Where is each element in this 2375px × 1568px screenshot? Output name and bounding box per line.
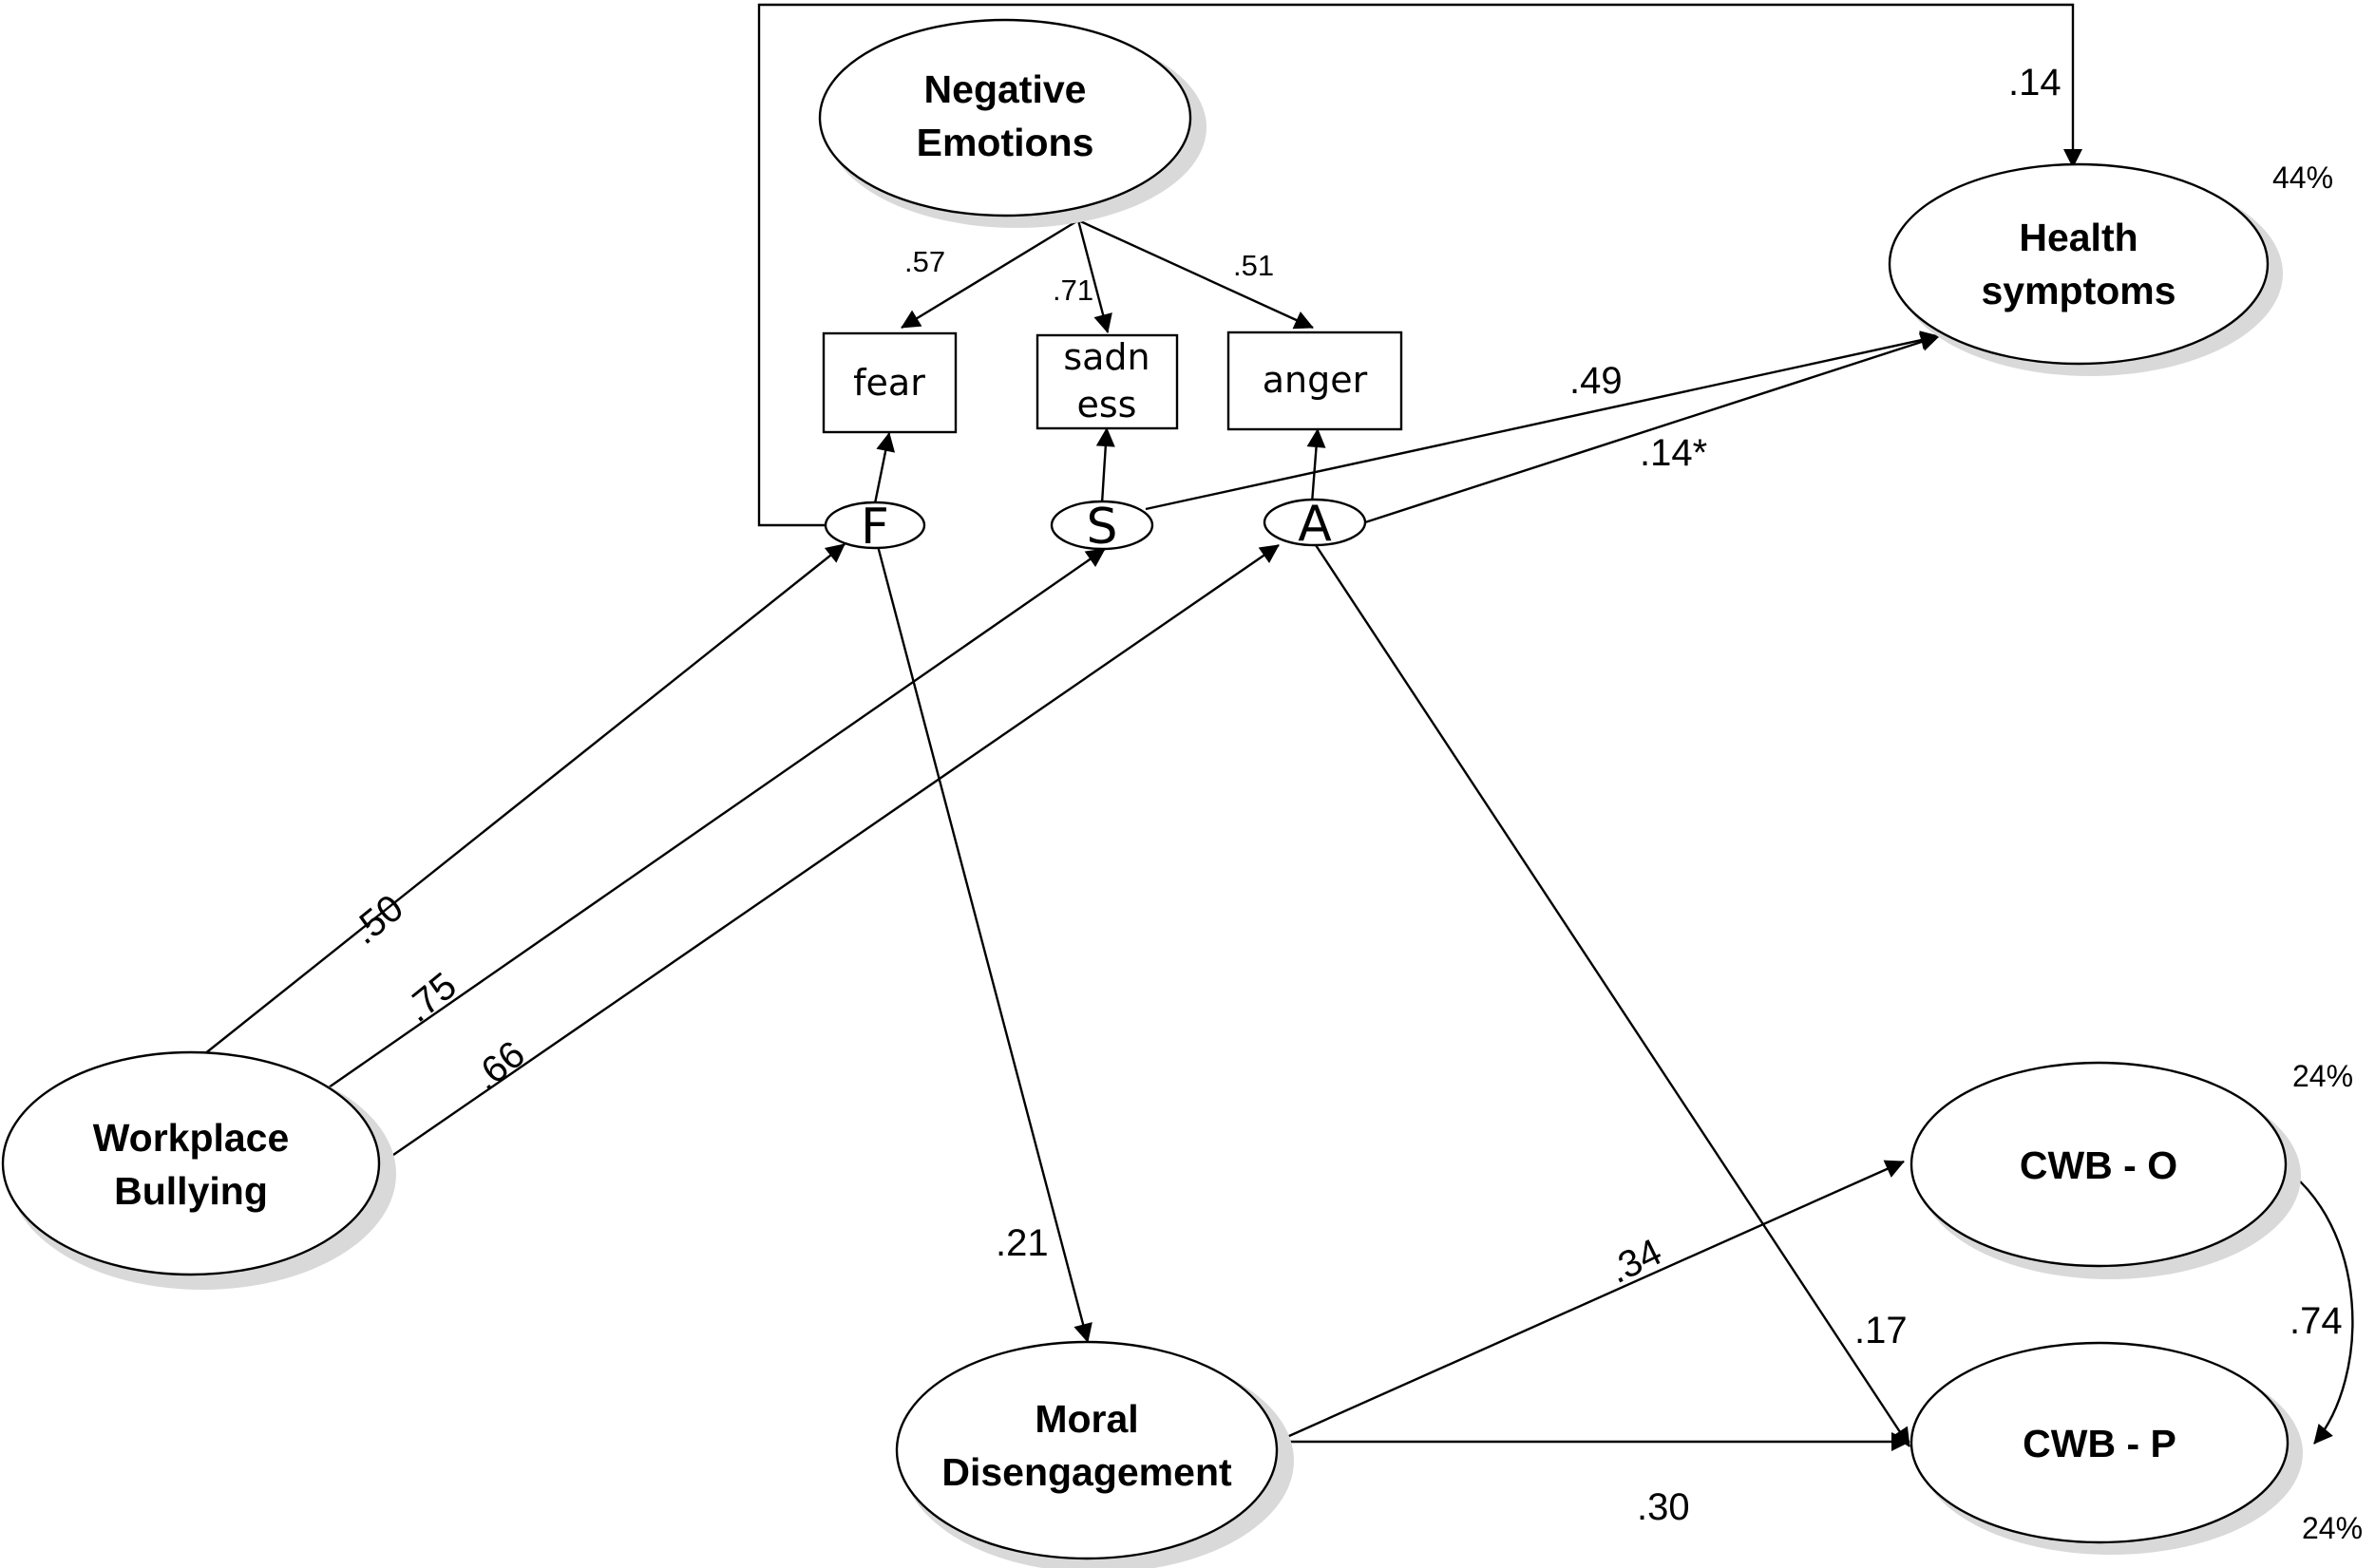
workplace-bullying-label-line1: Workplace: [93, 1116, 290, 1160]
coef-f-md: .21: [996, 1222, 1049, 1264]
r2-cwb-o: 24%: [2292, 1059, 2353, 1093]
health-symptoms-label-line1: Health: [2019, 216, 2138, 259]
path-ne-to-fear: [901, 218, 1079, 330]
cwb-o-label: CWB - O: [2020, 1143, 2177, 1187]
r2-cwb-p: 24%: [2302, 1511, 2363, 1545]
path-s-to-health: [1145, 331, 1940, 511]
node-health-symptoms: Health symptoms: [1888, 162, 2283, 376]
indicator-sadness: sadn ess: [1036, 333, 1179, 430]
moral-disengagement-label-line1: Moral: [1035, 1397, 1138, 1441]
factor-s-label: S: [1086, 499, 1117, 556]
node-cwb-o: CWB - O: [1910, 1061, 2301, 1279]
node-cwb-p: CWB - P: [1910, 1341, 2303, 1555]
path-a-to-anger: [1306, 428, 1326, 504]
health-symptoms-label-line2: symptoms: [1981, 269, 2176, 312]
workplace-bullying-label-line2: Bullying: [114, 1169, 268, 1213]
path-a-to-health: [1364, 332, 1940, 524]
indicator-anger: anger: [1226, 331, 1403, 431]
node-workplace-bullying: Workplace Bullying: [1, 1050, 396, 1290]
coef-s-health: .49: [1569, 360, 1623, 402]
nodes: Negative Emotions Health symptoms Workpl…: [1, 18, 2303, 1568]
cwb-p-label: CWB - P: [2023, 1422, 2176, 1465]
path-f-to-health: [757, 3, 2082, 527]
factor-s: S: [1050, 499, 1154, 556]
path-md-to-cwbo: [1280, 1160, 1905, 1442]
path-f-to-fear: [873, 432, 896, 504]
factor-a: A: [1263, 496, 1367, 553]
path-wb-to-f: [194, 543, 846, 1063]
covariance-cwbo-cwbp: [2277, 1162, 2354, 1445]
sadness-label-line1: sadn: [1063, 336, 1150, 378]
r2-health-symptoms: 44%: [2272, 161, 2333, 195]
coef-md-cwbo: .34: [1603, 1231, 1668, 1292]
variance-labels: 44% 24% 24%: [2272, 161, 2363, 1545]
moral-disengagement-label-line2: Disengagement: [941, 1450, 1232, 1494]
path-a-to-cwbp: [1314, 544, 1911, 1447]
path-f-to-md: [876, 545, 1092, 1343]
fear-label: fear: [853, 362, 925, 404]
path-s-to-sadness: [1095, 427, 1115, 504]
coef-ne-fear: .57: [904, 245, 945, 278]
coef-ne-anger: .51: [1233, 249, 1274, 282]
node-negative-emotions: Negative Emotions: [818, 18, 1206, 228]
coef-md-cwbp: .30: [1637, 1486, 1690, 1528]
coef-a-health: .14*: [1640, 432, 1707, 474]
path-ne-to-anger: [1077, 218, 1314, 330]
sadness-label-line2: ess: [1077, 384, 1137, 425]
factor-a-label: A: [1298, 496, 1332, 553]
anger-label: anger: [1263, 359, 1368, 401]
negative-emotions-label-line1: Negative: [924, 67, 1087, 111]
factor-f-label: F: [861, 499, 889, 556]
coef-f-health: .14: [2008, 62, 2062, 104]
indicator-fear: fear: [822, 331, 958, 434]
path-wb-to-a: [380, 544, 1280, 1164]
factor-f: F: [824, 499, 926, 556]
negative-emotions-label-line2: Emotions: [917, 121, 1094, 164]
path-ne-to-sadness: [1076, 219, 1112, 333]
paths: [194, 3, 2354, 1451]
coef-wb-a: .66: [466, 1033, 533, 1099]
path-wb-to-s: [328, 548, 1106, 1088]
coef-wb-s: .75: [397, 965, 465, 1030]
node-moral-disengagement: Moral Disengagement: [895, 1340, 1294, 1568]
coef-ne-sadness: .71: [1053, 274, 1093, 307]
coef-cwbo-cwbp: .74: [2290, 1300, 2343, 1342]
coef-a-cwbp: .17: [1854, 1310, 1908, 1351]
